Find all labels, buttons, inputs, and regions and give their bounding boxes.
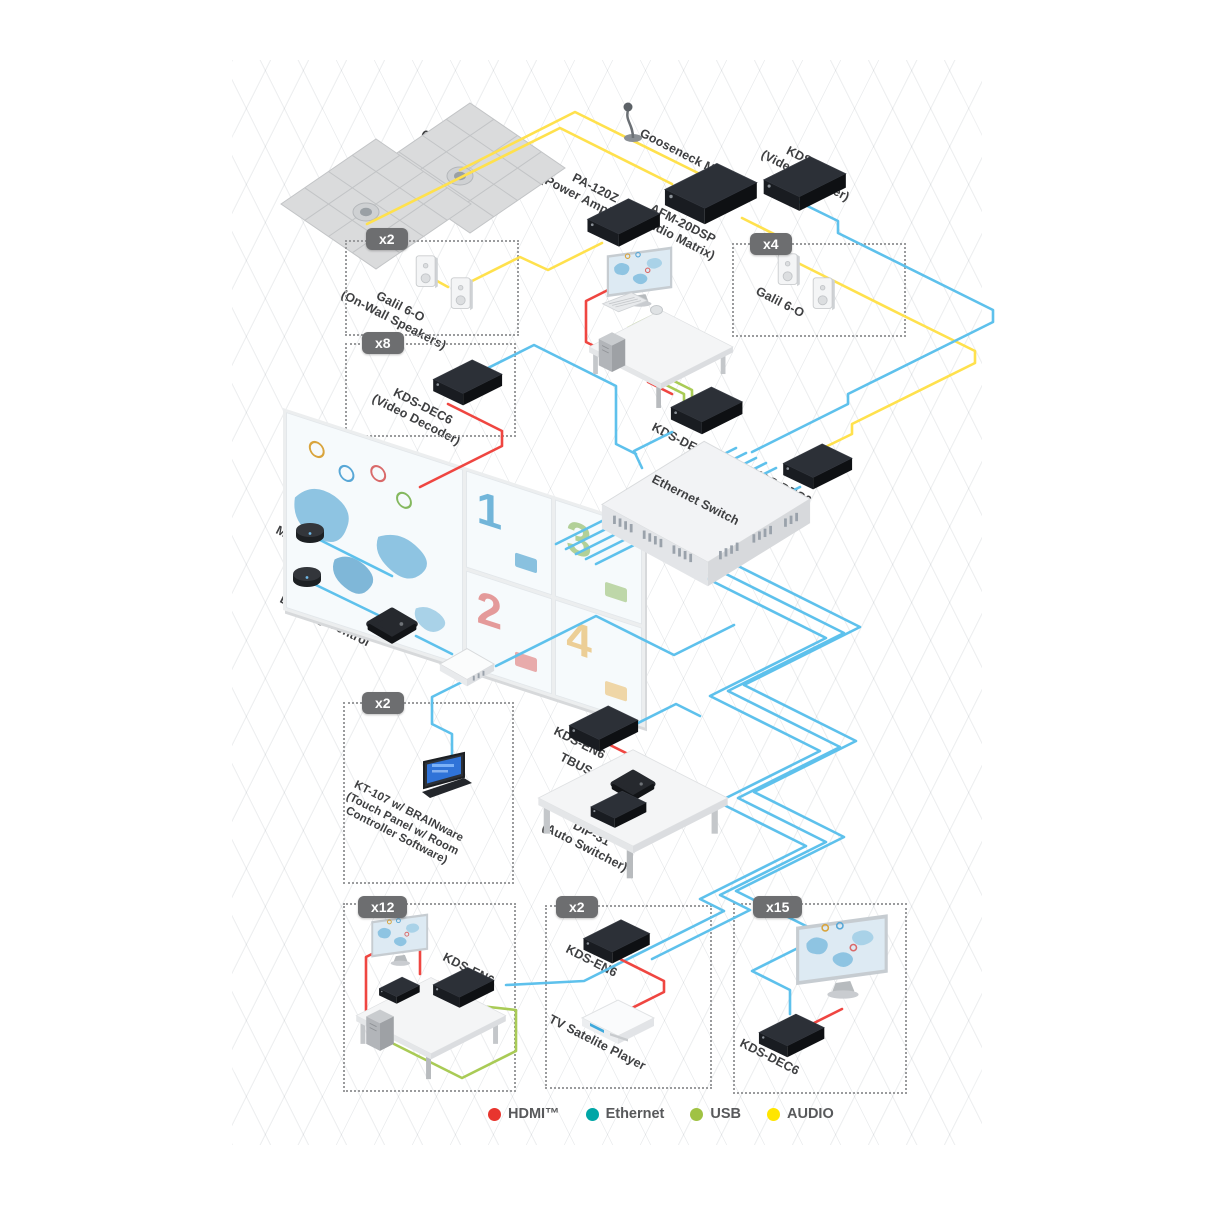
legend-item-ethernet: Ethernet <box>585 1106 665 1122</box>
ethernet-color-dot <box>585 1107 599 1121</box>
ethernet-switch-small-device <box>436 644 498 690</box>
badge-x2-speakers: x2 <box>366 228 408 250</box>
audio-color-dot <box>767 1107 781 1121</box>
kds-dec6-desk-device <box>665 383 747 437</box>
video-wall-map-panel <box>286 411 463 666</box>
group-box-speakers-x2 <box>345 240 519 336</box>
galil-speaker-icon <box>810 276 838 312</box>
mouse-icon <box>650 305 663 315</box>
galil-speaker-icon <box>448 276 476 312</box>
video-wall: 1 3 2 4 <box>283 408 645 728</box>
badge-x8-decoders: x8 <box>362 332 404 354</box>
legend-item-hdmi: HDMI™ <box>488 1106 560 1122</box>
badge-x2-tv: x2 <box>556 896 598 918</box>
badge-x12-desks: x12 <box>358 896 408 918</box>
legend-label-usb: USB <box>710 1106 742 1122</box>
gooseneck-mic-icon <box>616 98 650 144</box>
dip-31-device <box>586 788 650 830</box>
ethernet-lines <box>314 198 995 1016</box>
legend: HDMI™ Ethernet USB AUDIO <box>488 1106 834 1122</box>
group-box-decoders-x8 <box>345 343 516 437</box>
kds-en6-encoder-device <box>756 152 852 214</box>
kds-dec6-right-device <box>778 440 856 492</box>
group-box-touchpanels-x2 <box>343 702 514 884</box>
x12-pc-tower-icon <box>362 1006 398 1056</box>
hdmi-color-dot <box>488 1107 501 1121</box>
badge-x15-displays: x15 <box>753 896 803 918</box>
kds-dec6-x8-device <box>428 356 506 408</box>
usb-color-dot <box>690 1107 704 1121</box>
group-box-desks-x12 <box>343 903 516 1092</box>
kds-en6-table-device <box>563 702 643 754</box>
keyboard-icon <box>601 291 649 315</box>
lighting-control-icon <box>290 564 324 590</box>
x15-display-icon <box>794 912 894 1002</box>
kds-en6-x12-device <box>428 964 498 1010</box>
group-box-speakers-x4 <box>732 243 906 337</box>
kds-en6-tv-device <box>578 916 654 966</box>
legend-label-ethernet: Ethernet <box>605 1106 665 1122</box>
sl-240c-device <box>362 602 422 646</box>
legend-label-audio: AUDIO <box>787 1106 834 1122</box>
galil-speaker-icon <box>775 252 803 288</box>
kds-dec6-x15-device <box>754 1010 828 1060</box>
badge-x4-speakers: x4 <box>750 233 792 255</box>
legend-item-audio: AUDIO <box>767 1106 834 1122</box>
group-box-displays-x15 <box>733 903 907 1094</box>
tv-satelite-player-device <box>576 994 660 1050</box>
kt-107-touch-panel-device <box>412 750 476 812</box>
pc-tower-icon <box>595 329 629 377</box>
afm-20dsp-device <box>658 158 762 228</box>
group-box-tv-x2 <box>545 905 712 1089</box>
legend-item-usb: USB <box>690 1106 741 1122</box>
legend-label-hdmi: HDMI™ <box>508 1106 560 1122</box>
world-map-graphic <box>294 440 446 632</box>
pa-120z-device <box>582 194 664 250</box>
badge-x2-touchpanels: x2 <box>362 692 404 714</box>
motion-sensor-icon <box>293 520 327 546</box>
galil-speaker-icon <box>413 254 441 290</box>
vm-2hxl-device <box>376 974 422 1006</box>
x12-monitor-icon <box>370 912 432 968</box>
